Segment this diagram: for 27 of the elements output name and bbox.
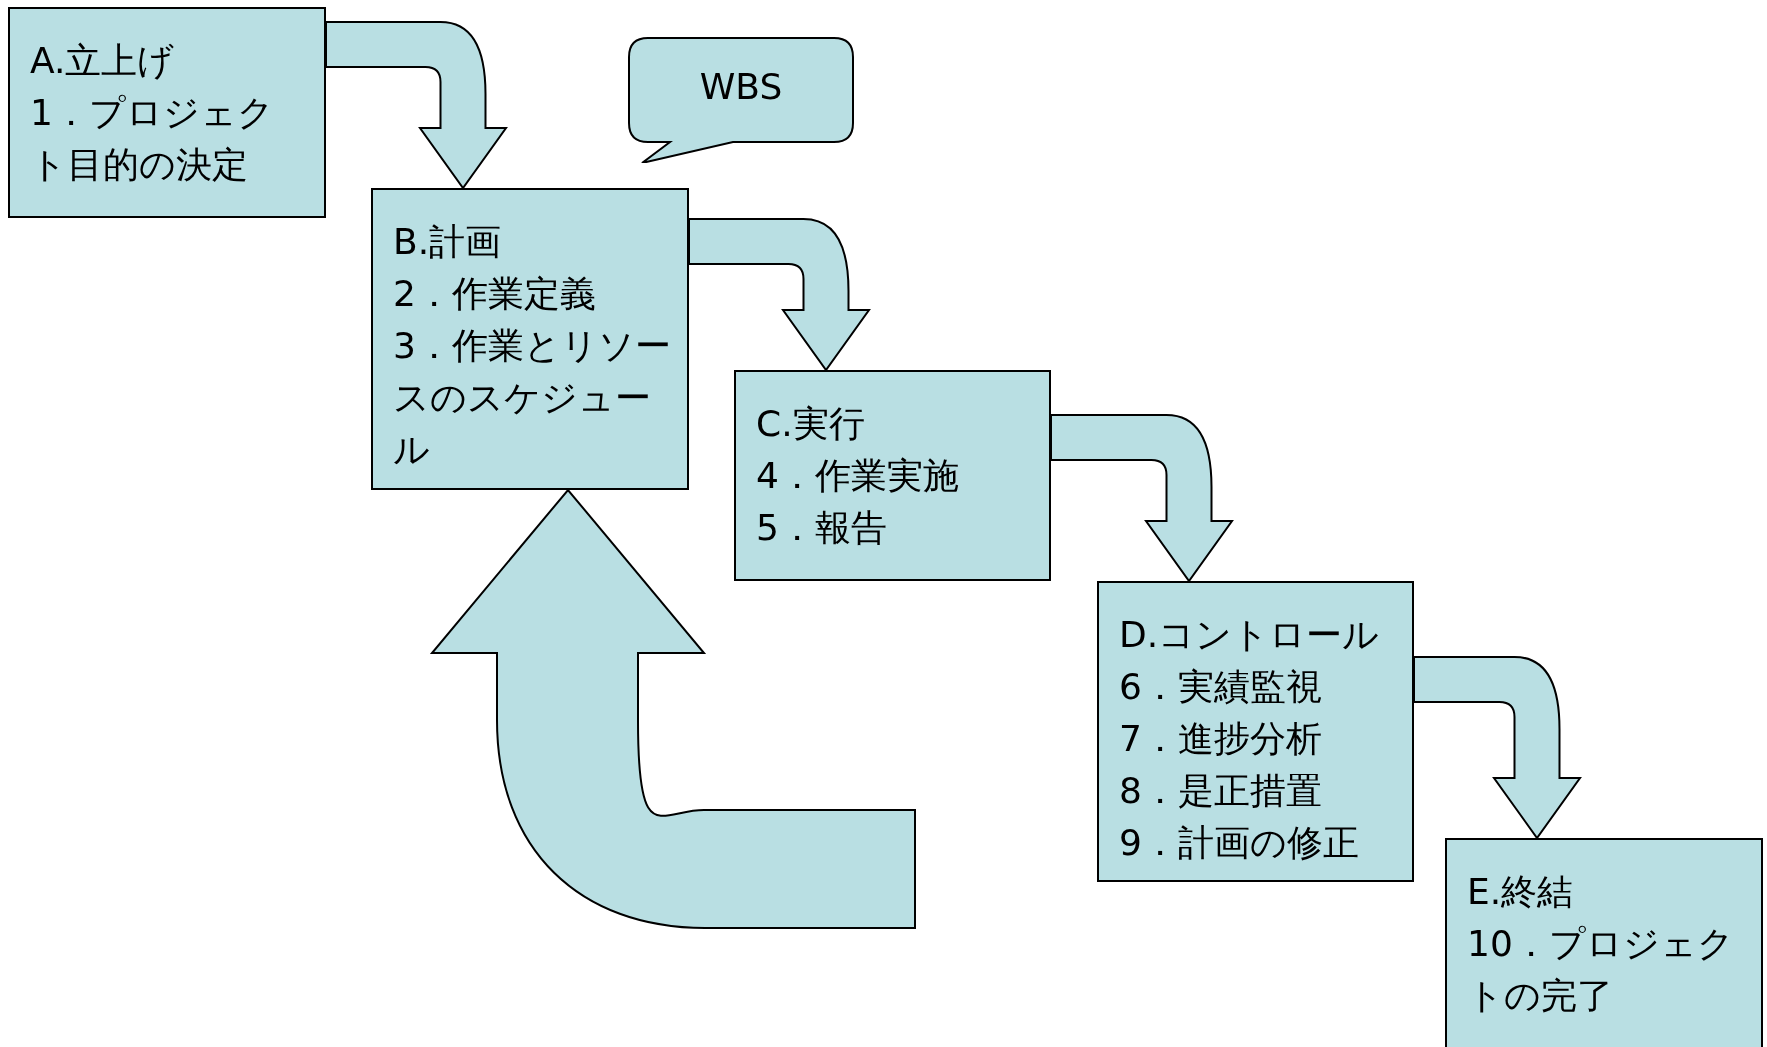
step-text: 4．作業実施 — [756, 454, 960, 498]
step-text: 9．計画の修正 — [1119, 821, 1360, 865]
step-text: 1．プロジェクト目的の決定 — [30, 91, 275, 187]
process-box — [1445, 838, 1763, 1047]
block-arrow — [1050, 414, 1233, 582]
process-box — [371, 188, 689, 490]
bubble-text: WBS — [698, 65, 784, 109]
step-text: 2．作業定義 — [393, 272, 597, 316]
step-text: 10．プロジェクトの完了 — [1467, 922, 1735, 1018]
step-text: 7．進捗分析 — [1119, 717, 1323, 761]
block-arrow — [688, 218, 870, 371]
block-arrow — [1413, 656, 1581, 839]
step-text: 6．実績監視 — [1119, 665, 1323, 709]
process-box — [1097, 581, 1414, 882]
block-arrow — [431, 489, 916, 929]
step-text: 3．作業とリソースのスケジュール — [393, 324, 672, 472]
step-text: 5．報告 — [756, 506, 888, 550]
box-heading: B.計画 — [393, 220, 503, 264]
block-arrow — [325, 21, 507, 189]
process-box — [8, 7, 326, 218]
box-heading: A.立上げ — [30, 39, 176, 83]
step-text: 8．是正措置 — [1119, 769, 1323, 813]
box-heading: D.コントロール — [1119, 613, 1381, 657]
box-heading: E.終結 — [1467, 870, 1575, 914]
speech-bubble — [628, 37, 854, 163]
process-box — [734, 370, 1051, 581]
box-heading: C.実行 — [756, 402, 866, 446]
